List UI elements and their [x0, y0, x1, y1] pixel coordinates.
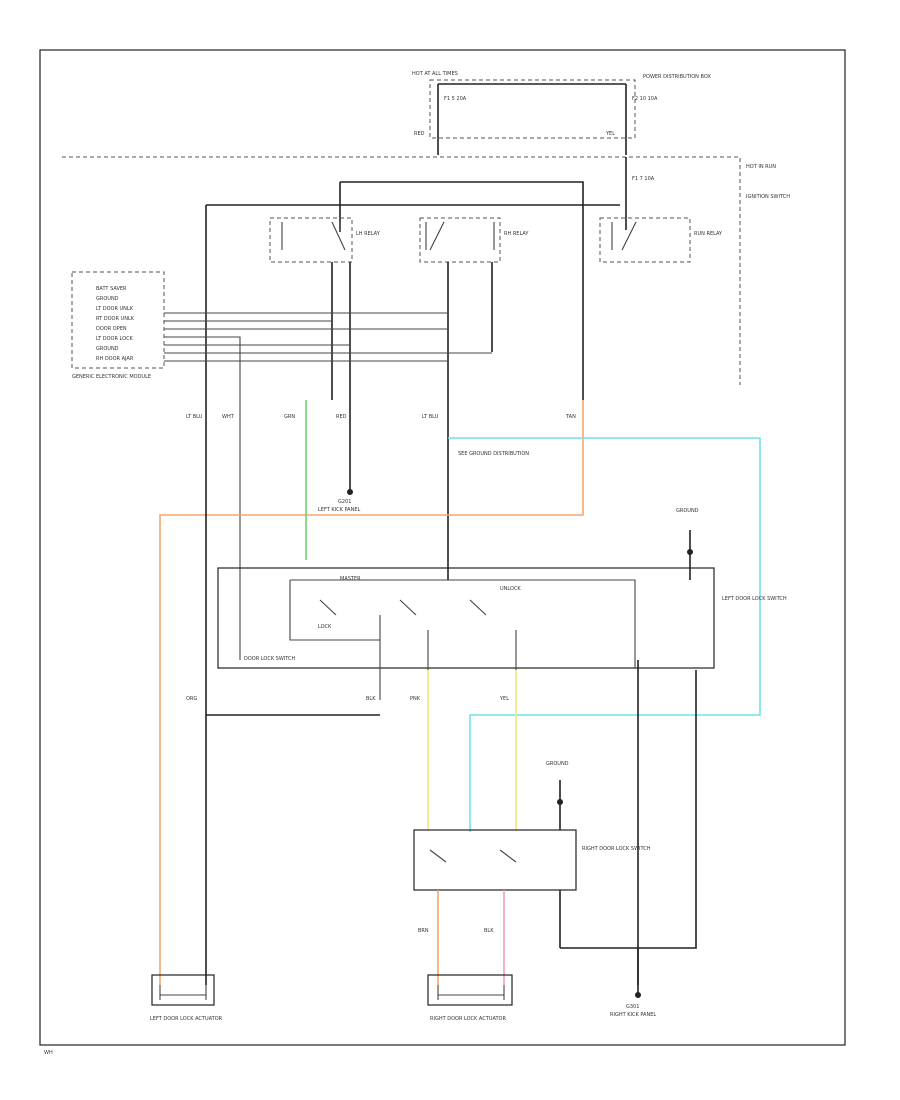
- rh-relay-contact: [425, 221, 495, 251]
- ground-1-label: G201: [338, 499, 351, 505]
- run-relay-label: RUN RELAY: [694, 231, 723, 237]
- bus-note: SEE GROUND DISTRIBUTION: [458, 451, 529, 457]
- fuse-c-label: F1 7 10A: [632, 176, 655, 182]
- wire-code-1: LT BLU: [186, 414, 203, 420]
- wire-code-5: LT BLU: [422, 414, 439, 420]
- gem-pin-8: RH DOOR AJAR: [96, 356, 134, 362]
- wire-code-11: BRN: [418, 928, 429, 934]
- lh-relay-contact: [281, 221, 346, 251]
- diagram-frame: [39, 49, 846, 1046]
- lock-label: LOCK: [318, 624, 332, 630]
- master-switch-box: [217, 567, 715, 669]
- wire-code-6: TAN: [565, 414, 576, 420]
- right-actuator-symbol: [437, 985, 505, 1000]
- left-lock-switch-label: LEFT DOOR LOCK SWITCH: [722, 596, 787, 602]
- ground-2-caption: RIGHT KICK PANEL: [610, 1012, 656, 1018]
- ground-1-dot: [347, 489, 353, 495]
- gem-pin-3: LT DOOR UNLK: [96, 306, 134, 312]
- wire-red-label: RED: [414, 131, 425, 137]
- gem-bus-4: [164, 336, 241, 660]
- gem-pin-4: RT DOOR UNLK: [96, 316, 135, 322]
- run-relay-contact: [611, 221, 637, 251]
- ground-symbol-2: GROUND: [546, 761, 569, 767]
- wire-code-2: WHT: [222, 414, 235, 420]
- wire-code-3: GRN: [284, 414, 295, 420]
- right-lock-ground-dot: [557, 799, 563, 805]
- lh-relay-label: LH RELAY: [356, 231, 381, 237]
- rh-relay-label: RH RELAY: [504, 231, 529, 237]
- right-lock-contacts: [429, 849, 517, 863]
- gem-pin-2: GROUND: [96, 296, 119, 302]
- hot-at-all-times-label: HOT AT ALL TIMES: [412, 71, 458, 77]
- gem-pin-1: BATT SAVER: [96, 286, 127, 292]
- ground-2-dot: [635, 992, 641, 998]
- ignition-switch-label: IGNITION SWITCH: [746, 194, 790, 200]
- left-actuator-box: [151, 974, 215, 1006]
- hot-in-run-label: HOT IN RUN: [746, 164, 776, 170]
- gem-pin-7: GROUND: [96, 346, 119, 352]
- right-actuator-label: RIGHT DOOR LOCK ACTUATOR: [430, 1016, 506, 1022]
- ground-2-label: G301: [626, 1004, 639, 1010]
- power-distribution-box-label: POWER DISTRIBUTION BOX: [643, 74, 711, 80]
- wire-code-12: BLK: [484, 928, 494, 934]
- right-lock-switch-label: RIGHT DOOR LOCK SWITCH: [582, 846, 651, 852]
- right-bus-wire-2: [560, 670, 697, 949]
- wire-yel-label: YEL: [605, 131, 615, 137]
- orange-wire: [159, 400, 584, 985]
- ground-1-caption: LEFT KICK PANEL: [318, 507, 361, 513]
- cyan-wire: [448, 437, 761, 832]
- wire-code-9: PNK: [410, 696, 421, 702]
- master-caption: DOOR LOCK SWITCH: [244, 656, 296, 662]
- unlock-label: UNLOCK: [500, 586, 521, 592]
- master-switch-inner: [289, 579, 636, 668]
- rh-relay-box: [419, 217, 501, 263]
- wire-code-4: RED: [336, 414, 347, 420]
- relay-feed-bus: [340, 181, 584, 400]
- footer-mark: WH: [44, 1050, 53, 1056]
- ground-2-wire: [559, 890, 639, 995]
- right-lock-switch-box: [413, 829, 577, 891]
- ignition-separator: [62, 156, 741, 385]
- gem-module-box: [71, 271, 165, 369]
- right-actuator-box: [427, 974, 513, 1006]
- master-contacts: [319, 599, 517, 830]
- left-actuator-label: LEFT DOOR LOCK ACTUATOR: [150, 1016, 223, 1022]
- power-distribution-box: [429, 79, 636, 139]
- gem-pin-6: LT DOOR LOCK: [96, 336, 134, 342]
- left-actuator-symbol: [159, 985, 207, 1000]
- gem-pin-5: DOOR OPEN: [96, 326, 127, 332]
- wire-code-7: ORG: [186, 696, 197, 702]
- fuse-b-label: F2 10 10A: [632, 96, 658, 102]
- wire-code-10: YEL: [499, 696, 509, 702]
- gem-module-label: GENERIC ELECTRONIC MODULE: [72, 374, 151, 380]
- ground-symbol-1: GROUND: [676, 508, 699, 514]
- run-relay-box: [599, 217, 691, 263]
- left-lock-ground-dot: [687, 549, 693, 555]
- master-switch-label: MASTER: [340, 576, 361, 582]
- wire-code-8: BLK: [366, 696, 376, 702]
- fuse-a-label: F1 5 20A: [444, 96, 467, 102]
